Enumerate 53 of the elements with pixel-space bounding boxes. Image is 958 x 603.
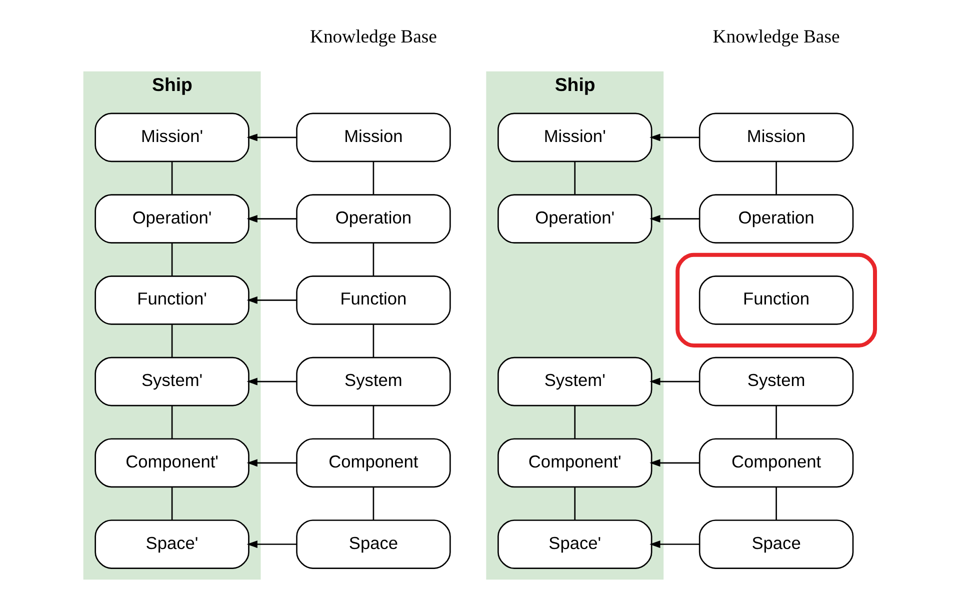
node-box: Component bbox=[698, 438, 854, 488]
connector bbox=[170, 324, 172, 358]
node-box: System' bbox=[94, 356, 249, 406]
connector bbox=[372, 242, 374, 276]
connector bbox=[775, 162, 776, 194]
label: Knowledge Base bbox=[712, 26, 840, 48]
connector bbox=[372, 162, 374, 194]
node-box: Space' bbox=[497, 520, 652, 569]
connector bbox=[170, 162, 172, 194]
label: Knowledge Base bbox=[309, 26, 436, 48]
connector bbox=[574, 162, 576, 194]
arrow bbox=[649, 540, 699, 548]
node-box: Component bbox=[296, 438, 450, 488]
arrow bbox=[246, 459, 296, 467]
connector bbox=[170, 487, 172, 520]
connector bbox=[775, 406, 776, 439]
arrow bbox=[246, 378, 296, 386]
arrow bbox=[246, 134, 296, 142]
node-box: System bbox=[698, 356, 854, 406]
node-box: Mission bbox=[698, 112, 854, 162]
node-box: Mission bbox=[296, 112, 450, 162]
arrow bbox=[246, 296, 296, 304]
connector bbox=[775, 487, 776, 520]
connector bbox=[574, 406, 576, 439]
node-box: Operation bbox=[698, 194, 854, 244]
arrow bbox=[649, 134, 699, 142]
connector bbox=[372, 487, 374, 520]
connector bbox=[372, 406, 374, 439]
node-box: Operation' bbox=[94, 194, 249, 244]
node-box: Function bbox=[698, 275, 854, 325]
connector bbox=[372, 324, 374, 358]
cluster bbox=[675, 252, 876, 348]
node-box: System bbox=[296, 356, 450, 406]
arrow bbox=[649, 378, 699, 386]
connector bbox=[170, 242, 172, 276]
node-box: Space bbox=[296, 520, 450, 569]
arrow bbox=[246, 540, 296, 548]
node-box: Space' bbox=[94, 520, 249, 569]
node-box: Function' bbox=[94, 275, 249, 325]
connector bbox=[574, 487, 576, 520]
node-box: Component' bbox=[497, 438, 652, 488]
arrow bbox=[649, 459, 699, 467]
arrow bbox=[649, 215, 699, 223]
connector bbox=[170, 406, 172, 439]
node-box: Operation bbox=[296, 194, 450, 244]
node-box: Mission' bbox=[497, 112, 652, 162]
node-box: System' bbox=[497, 356, 652, 406]
node-box: Mission' bbox=[94, 112, 249, 162]
node-box: Operation' bbox=[497, 194, 652, 244]
node-box: Component' bbox=[94, 438, 249, 488]
node-box: Function bbox=[296, 275, 450, 325]
node-box: Space bbox=[698, 520, 854, 569]
arrow bbox=[246, 215, 296, 223]
